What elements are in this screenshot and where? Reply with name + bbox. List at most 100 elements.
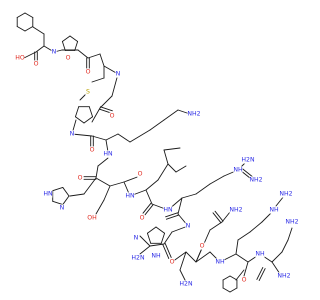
proline-ring-mid bbox=[83, 116, 94, 124]
label-h2n: H2N bbox=[131, 255, 145, 262]
label-nh2-bg bbox=[279, 190, 293, 198]
bond bbox=[240, 170, 252, 180]
proline-ring-bottom bbox=[146, 226, 157, 234]
label-n-bg bbox=[133, 234, 139, 242]
label-hn-bg bbox=[103, 150, 113, 158]
carbonyl bbox=[214, 210, 224, 222]
backbone bbox=[77, 49, 89, 59]
bond bbox=[23, 51, 37, 59]
carbonyl bbox=[144, 204, 154, 216]
arg-chain bbox=[195, 183, 211, 195]
backbone bbox=[139, 235, 151, 247]
proline-ring-top bbox=[74, 41, 79, 51]
bond bbox=[275, 195, 285, 207]
phenyl-ring-top bbox=[24, 26, 34, 32]
backbone bbox=[171, 225, 189, 233]
label-nh-bg bbox=[215, 258, 225, 266]
label-o: O bbox=[78, 175, 83, 182]
lys-chain bbox=[129, 129, 151, 143]
label-ho-top: HO bbox=[15, 55, 25, 62]
backbone bbox=[195, 251, 211, 263]
label-o: O bbox=[34, 61, 39, 68]
backbone bbox=[163, 231, 173, 245]
label-nh2: NH2 bbox=[277, 273, 290, 280]
label-o: O bbox=[138, 171, 143, 178]
carbonyl bbox=[258, 268, 266, 282]
label-n-his-bg bbox=[59, 204, 65, 212]
carbonyl bbox=[212, 212, 222, 224]
label-n-amide: N bbox=[116, 71, 121, 78]
label-nh: NH bbox=[215, 259, 225, 266]
label-hn: HN bbox=[163, 207, 173, 214]
backbone bbox=[91, 107, 101, 123]
label-n-bg bbox=[51, 48, 57, 56]
label-ho-top-bg bbox=[15, 54, 25, 62]
backbone bbox=[99, 95, 113, 109]
backbone bbox=[97, 157, 109, 167]
phenyl-ring-bottom bbox=[229, 275, 238, 281]
backbone bbox=[95, 177, 111, 187]
label-nh2-bg bbox=[249, 176, 263, 184]
label-o-bg bbox=[169, 258, 175, 266]
phenyl-ring-top bbox=[24, 12, 34, 18]
carbonyl bbox=[165, 212, 179, 218]
lys-chain bbox=[91, 135, 107, 141]
label-o-bg bbox=[89, 146, 95, 154]
bond bbox=[243, 261, 249, 277]
phenyl-ring-bottom bbox=[229, 287, 238, 293]
label-nh: NH bbox=[233, 167, 243, 174]
label-nh: NH bbox=[255, 251, 265, 258]
leu-chain bbox=[157, 163, 169, 181]
ser-chain bbox=[103, 185, 111, 201]
label-nh2-bg bbox=[229, 206, 243, 214]
bond-lines bbox=[16, 12, 293, 293]
label-nh: NH bbox=[269, 207, 279, 214]
bond bbox=[167, 163, 177, 173]
proline-ring-mid bbox=[74, 116, 85, 124]
label-o-bg bbox=[241, 276, 247, 284]
label-h2n-bg bbox=[131, 254, 145, 262]
label-n: N bbox=[52, 49, 57, 56]
carbonyl bbox=[165, 214, 179, 220]
backbone bbox=[149, 243, 165, 247]
label-nh2-bg bbox=[277, 272, 291, 280]
label-n: N bbox=[134, 235, 139, 242]
lys2-chain bbox=[281, 239, 289, 253]
gln-chain bbox=[221, 211, 231, 223]
carbonyl bbox=[142, 202, 152, 214]
label-n-his: N bbox=[60, 205, 65, 212]
label-n: N bbox=[70, 131, 75, 138]
label-o: O bbox=[110, 113, 115, 120]
his-chain bbox=[83, 177, 97, 195]
backbone bbox=[235, 253, 249, 263]
label-oh-bg bbox=[87, 214, 97, 222]
proline-ring-bottom bbox=[160, 232, 166, 244]
label-nh2-lys2-bg bbox=[285, 218, 299, 226]
label-o-bg bbox=[109, 112, 115, 120]
label-h2n-bg bbox=[179, 280, 193, 288]
label-o-bg bbox=[199, 242, 205, 250]
ser-chain bbox=[95, 199, 105, 215]
bond bbox=[271, 261, 281, 275]
label-o: O bbox=[90, 147, 95, 154]
gln-chain bbox=[209, 221, 223, 231]
label-n-bg bbox=[185, 222, 191, 230]
carboxyl-bond bbox=[35, 45, 45, 53]
label-hn-his-bg bbox=[43, 190, 53, 198]
phenyl-ring-bottom bbox=[222, 287, 231, 293]
label-nh2-lys2: NH2 bbox=[285, 219, 298, 226]
arg2-chain bbox=[179, 269, 187, 283]
label-nh-bg bbox=[255, 250, 265, 258]
arg3-chain bbox=[261, 211, 273, 223]
phenyl-ring-bottom bbox=[222, 275, 231, 281]
label-o: O bbox=[170, 259, 175, 266]
lys-chain bbox=[163, 109, 179, 121]
backbone bbox=[177, 197, 183, 215]
label-s: S bbox=[86, 89, 90, 96]
leu-chain bbox=[163, 147, 181, 151]
label-o: O bbox=[140, 215, 145, 222]
label-nh2-lys-bg bbox=[187, 110, 201, 118]
leu-chain bbox=[163, 149, 169, 165]
